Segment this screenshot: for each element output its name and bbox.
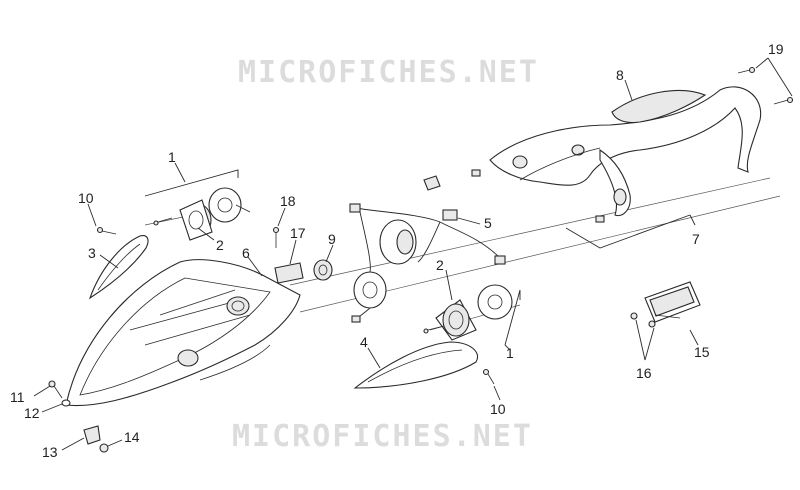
bracket-13 [83,425,101,445]
bulb-upper [208,187,251,223]
grommet [313,259,333,281]
screw-18 [272,226,280,248]
watermark-top: MICROFICHES.NET [238,55,539,90]
callout-1-lower: 1 [506,345,514,361]
callout-15: 15 [694,344,710,360]
screw-10-lower [482,368,495,385]
headlight-housing [65,259,301,407]
nut-14 [99,443,109,453]
right-indicator-lens [353,341,478,389]
bulb-lower [477,284,513,320]
tail-light-assembly [471,86,762,223]
watermark-bottom: MICROFICHES.NET [232,419,533,454]
licence-plate-light [644,281,701,323]
bulb-socket-lower [435,299,477,341]
bolt-11 [48,380,63,399]
callout-4: 4 [360,334,368,350]
callout-19: 19 [768,41,784,57]
callout-5: 5 [484,215,492,231]
callout-10-upper: 10 [78,190,94,206]
clip [274,262,304,284]
washer-12 [61,399,71,407]
callout-2-lower: 2 [436,257,444,273]
callout-11: 11 [10,389,25,405]
callout-1-upper: 1 [168,149,176,165]
screw-10-upper [96,226,117,235]
callout-12: 12 [24,405,40,421]
callout-2-upper: 2 [216,237,224,253]
callout-8: 8 [616,67,624,83]
screw-2-upper [153,217,173,226]
callout-7: 7 [692,231,700,247]
callout-3: 3 [88,245,96,261]
callout-13: 13 [42,444,58,460]
callout-14: 14 [124,429,140,445]
callout-18: 18 [280,193,296,209]
leader-lines [33,57,793,451]
wiring-harness [349,175,506,323]
callout-labels: 1 1 2 2 3 4 5 6 7 8 9 10 10 11 12 13 14 … [10,41,784,460]
left-indicator-lens [88,235,149,300]
screw-19 [737,66,794,105]
screw-2-lower [423,325,445,334]
callout-6: 6 [242,245,250,261]
callout-17: 17 [290,225,306,241]
screw-16 [630,312,656,328]
bulb-socket-upper [179,199,213,241]
callout-9: 9 [328,231,336,247]
callout-10-lower: 10 [490,401,506,417]
callout-16: 16 [636,365,652,381]
